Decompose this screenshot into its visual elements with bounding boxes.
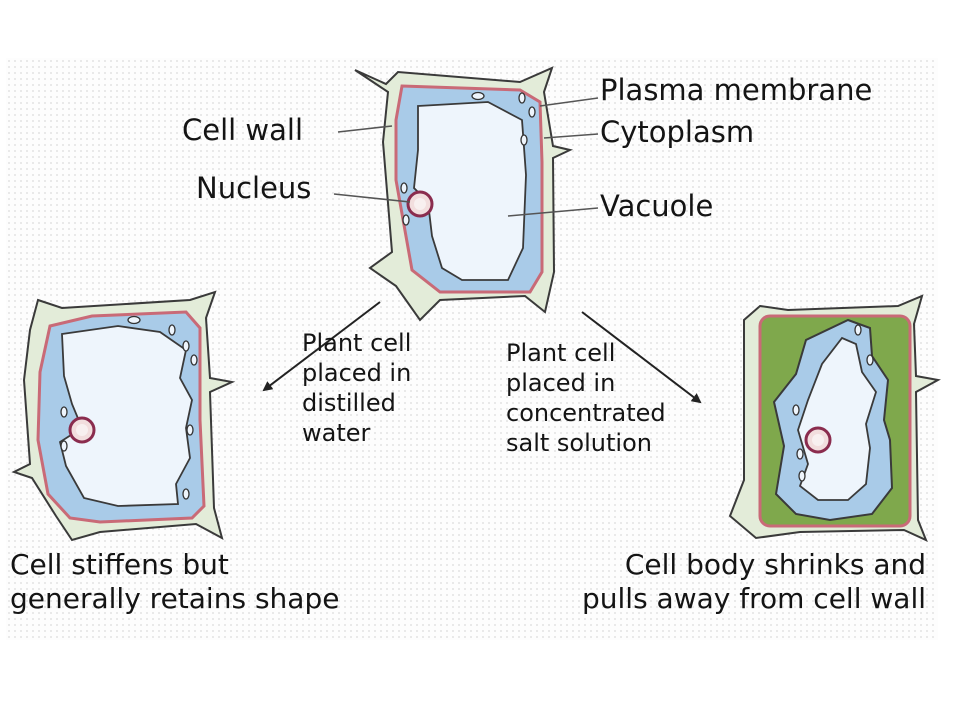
condition-salt-solution: Plant cell placed in concentrated salt s… bbox=[506, 339, 666, 457]
plasmolyzed-plant-cell bbox=[728, 294, 941, 542]
label-vacuole: Vacuole bbox=[600, 189, 714, 223]
label-cell-wall: Cell wall bbox=[182, 113, 304, 147]
vacuole bbox=[797, 336, 877, 501]
normal-plant-cell bbox=[354, 66, 574, 322]
turgid-plant-cell bbox=[11, 290, 236, 542]
caption-turgid: Cell stiffens but generally retains shap… bbox=[10, 548, 340, 615]
label-cytoplasm: Cytoplasm bbox=[600, 115, 755, 149]
label-leader-lines bbox=[333, 97, 599, 217]
caption-plasmolyzed: Cell body shrinks and pulls away from ce… bbox=[581, 548, 926, 615]
label-nucleus: Nucleus bbox=[196, 171, 312, 205]
label-plasma-membrane: Plasma membrane bbox=[600, 73, 873, 107]
condition-distilled-water: Plant cell placed in distilled water bbox=[302, 329, 412, 447]
arrow-to-salt bbox=[581, 311, 702, 404]
vacuole bbox=[413, 101, 527, 281]
vacuole bbox=[58, 325, 193, 507]
arrow-to-distilled bbox=[262, 301, 381, 392]
condition-arrows bbox=[262, 301, 702, 404]
